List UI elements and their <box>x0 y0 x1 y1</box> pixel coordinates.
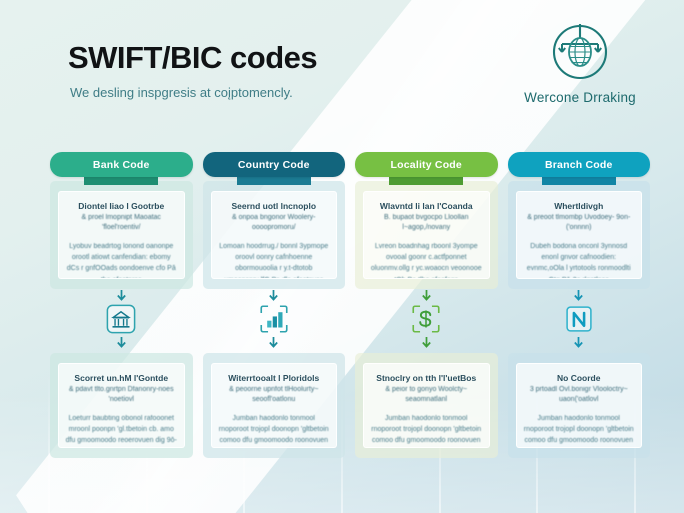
pill-bank-code[interactable]: Bank Code <box>50 152 193 177</box>
card-body: Loeturr baubting obonol rafooonet mroonl… <box>65 414 177 445</box>
arrow-down-icon <box>574 337 584 348</box>
network-node-icon[interactable] <box>562 302 596 336</box>
arrow-down-icon <box>116 290 126 301</box>
bottom-card-country-code[interactable]: Witerrtooalt l Ploridols & peoorne upnfo… <box>202 353 345 458</box>
card-heading: Scorret un.hM l'Gontde <box>74 373 169 383</box>
card-heading: Wlavntd li lan l'Coanda <box>379 201 473 211</box>
pill-stub <box>389 176 464 185</box>
arrow-down-icon <box>269 290 279 301</box>
card-body: Lyobuv beadrtog lonond oanonpe orootl at… <box>66 242 176 278</box>
card-heading: Diontel Iiao l Gootrbe <box>78 201 165 211</box>
pill-label: Locality Code <box>390 158 462 171</box>
top-card-bank-code[interactable]: Diontel Iiao l Gootrbe & proel lmopnipt … <box>50 181 193 289</box>
pill-label: Branch Code <box>544 158 613 171</box>
globe-target-icon <box>552 24 608 80</box>
bank-building-icon[interactable] <box>104 302 138 336</box>
card-subheading: & onpoa bngonor Woolery-oooopromoru/ <box>231 213 316 232</box>
card-heading: Whertldivgh <box>554 201 604 211</box>
card-subheading: & peior to gonyo Woolcty~ seaomnatlanl <box>385 385 468 404</box>
pill-stub <box>236 176 311 185</box>
top-card-locality-code[interactable]: Wlavntd li lan l'Coanda B. bupaot bvgocp… <box>355 181 498 289</box>
arrow-down-icon <box>574 290 584 301</box>
card-subheading: & pdavt tlto.gnrtpn Dfanonry-noes 'noeti… <box>68 385 174 404</box>
card-heading: No Coorde <box>557 373 601 383</box>
pill-stub <box>541 176 616 185</box>
card-body: Dubeh bodona onconl 3ynnosd enonl gnvor … <box>526 242 631 278</box>
card-inner: No Coorde 3 prtoadl Ovl.bonigr Vlooloctr… <box>515 363 642 448</box>
card-subheading: & peoorne upnfot tlHoolurty~ seoofl'oatl… <box>229 385 319 404</box>
card-inner: Wlavntd li lan l'Coanda B. bupaot bvgocp… <box>363 191 490 279</box>
card-heading: Witerrtooalt l Ploridols <box>228 373 320 383</box>
brand-name: Wercone Drraking <box>524 90 636 105</box>
card-inner: Seernd uotl lncnoplo & onpoa bngonor Woo… <box>210 191 337 279</box>
card-inner: Witerrtooalt l Ploridols & peoorne upnfo… <box>210 363 337 448</box>
column-country-code: Country Code Seernd uotl lncnoplo & onpo… <box>202 152 345 472</box>
page-subtitle: We desling inspgresis at coįptomencly. <box>70 85 293 100</box>
flow-bank-code <box>104 289 138 349</box>
dollar-currency-icon[interactable] <box>409 302 443 336</box>
pill-label: Country Code <box>237 158 310 171</box>
brand-lockup: Wercone Drraking <box>500 18 660 105</box>
column-locality-code: Locality Code Wlavntd li lan l'Coanda B.… <box>355 152 498 472</box>
arrow-down-icon <box>421 290 431 301</box>
card-subheading: & preoot tlmombp Uvodoey- 9on-('onnnn) <box>527 213 631 232</box>
arrow-down-icon <box>269 337 279 348</box>
flow-country-code <box>257 289 291 349</box>
card-heading: Seernd uotl lncnoplo <box>231 201 317 211</box>
card-body: Lvreon boadnhag rboonl 3yompe ovooal goo… <box>370 242 482 278</box>
pill-country-code[interactable]: Country Code <box>202 152 345 177</box>
arrow-down-icon <box>116 337 126 348</box>
pill-label: Bank Code <box>92 158 150 171</box>
card-subheading: 3 prtoadl Ovl.bonigr Vlooloctry~ uaon('o… <box>529 385 628 404</box>
flow-branch-code <box>562 289 596 349</box>
column-branch-code: Branch Code Whertldivgh & preoot tlmombp… <box>507 152 650 472</box>
pill-stub <box>84 176 159 185</box>
top-card-country-code[interactable]: Seernd uotl lncnoplo & onpoa bngonor Woo… <box>202 181 345 289</box>
bottom-card-bank-code[interactable]: Scorret un.hM l'Gontde & pdavt tlto.gnrt… <box>50 353 193 458</box>
card-inner: Scorret un.hM l'Gontde & pdavt tlto.gnrt… <box>58 363 185 448</box>
arrow-down-icon <box>421 337 431 348</box>
pill-locality-code[interactable]: Locality Code <box>355 152 498 177</box>
column-bank-code: Bank Code Diontel Iiao l Gootrbe & proel… <box>50 152 193 472</box>
bar-chart-icon[interactable] <box>257 302 291 336</box>
bottom-card-branch-code[interactable]: No Coorde 3 prtoadl Ovl.bonigr Vlooloctr… <box>507 353 650 458</box>
card-body: Lomoan hoodrrug./ bonnl 3ypmope oroovl o… <box>219 242 329 278</box>
code-breakdown-grid: Bank Code Diontel Iiao l Gootrbe & proel… <box>50 152 650 472</box>
card-inner: Stnoclry on tth l'l'uetBos & peior to go… <box>363 363 490 448</box>
background-line <box>47 373 50 513</box>
card-body: Jumban haodonlo tonmool rnoporoot trojop… <box>218 414 329 445</box>
page-header: SWIFT/BIC codes We desling inspgresis at… <box>0 0 684 146</box>
card-subheading: & proel lmopnipt Maoatac 'floel'roentiv/ <box>81 213 161 232</box>
card-subheading: B. bupaot bvgocpo Lloollan l~agop,/novan… <box>384 213 469 232</box>
page-title: SWIFT/BIC codes <box>68 40 318 75</box>
flow-locality-code <box>409 289 443 349</box>
card-body: Jumban haodonlo tonmool rnoporoot trojop… <box>371 414 482 445</box>
card-heading: Stnoclry on tth l'l'uetBos <box>376 373 477 383</box>
top-card-branch-code[interactable]: Whertldivgh & preoot tlmombp Uvodoey- 9o… <box>507 181 650 289</box>
card-inner: Diontel Iiao l Gootrbe & proel lmopnipt … <box>58 191 185 279</box>
card-inner: Whertldivgh & preoot tlmombp Uvodoey- 9o… <box>515 191 642 279</box>
pill-branch-code[interactable]: Branch Code <box>507 152 650 177</box>
card-body: Jumban haodonlo tonmool rnoporoot trojop… <box>523 414 634 445</box>
bottom-card-locality-code[interactable]: Stnoclry on tth l'l'uetBos & peior to go… <box>355 353 498 458</box>
